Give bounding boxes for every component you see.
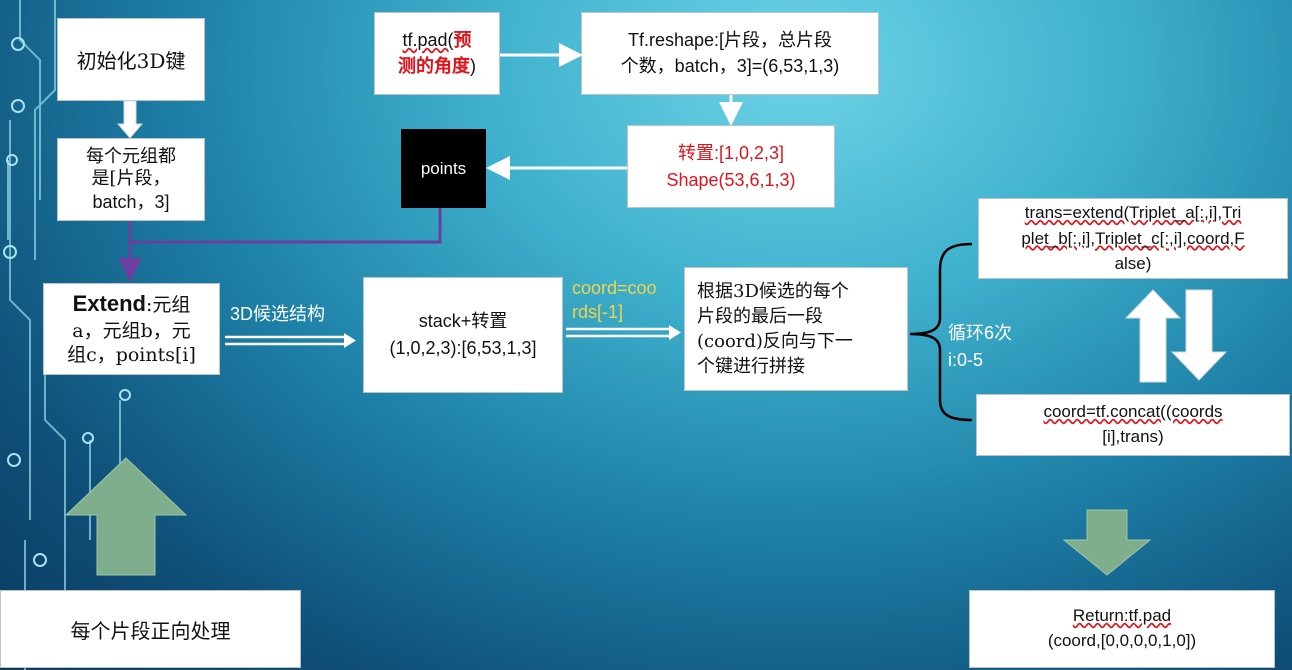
extend-line1: Extend:元组 xyxy=(73,290,191,319)
extend-line2: a，元组b，元 xyxy=(72,319,191,342)
forward-text: 每个片段正向处理 xyxy=(70,618,231,643)
coord-line2: [i],trans) xyxy=(1102,427,1164,446)
tfpad-red1: 预 xyxy=(453,30,472,52)
extend-line3: 组c，points[i] xyxy=(67,344,196,367)
coord-eq-label: coord=coo rds[-1] xyxy=(572,276,657,325)
concat-desc-box: 根据3D候选的每个 片段的最后一段 (coord)反向与下一 个键进行拼接 xyxy=(684,267,908,391)
points-text: points xyxy=(420,158,467,178)
tfpad-line1: tf.pad(预 xyxy=(402,28,471,53)
init-box: 初始化3D键 xyxy=(57,18,205,101)
reshape-box: Tf.reshape:[片段，总片段 个数，batch，3]=(6,53,1,3… xyxy=(581,12,879,95)
coord-line1: coord=tf.concat((coords xyxy=(1043,402,1223,422)
loop-label: 循环6次 i:0-5 xyxy=(948,320,1012,374)
concat-line3: (coord)反向与下一 xyxy=(697,331,853,352)
reshape-line1: Tf.reshape:[片段，总片段 xyxy=(627,30,833,51)
reshape-line2: 个数，batch，3]=(6,53,1,3) xyxy=(620,55,840,76)
transpose-box: 转置:[1,0,2,3] Shape(53,6,1,3) xyxy=(627,125,835,208)
points-box: points xyxy=(401,129,486,208)
trans-line2: plet_b[:,i],Triplet_c[:,i],coord,F xyxy=(1021,228,1245,248)
extend-rest: :元组 xyxy=(145,294,191,317)
coord-eq-line1: coord=coo xyxy=(572,278,657,298)
forward-box: 每个片段正向处理 xyxy=(0,590,301,668)
tuple-line3: batch，3] xyxy=(92,191,170,212)
tfpad-box: tf.pad(预 测的角度) xyxy=(374,12,500,95)
tfpad-line2: 测的角度) xyxy=(398,54,476,79)
stack-line1: stack+转置 xyxy=(418,311,508,331)
trans-box: trans=extend(Triplet_a[:,i],Tri plet_b[:… xyxy=(978,198,1288,279)
stack-line2: (1,0,2,3):[6,53,1,3] xyxy=(389,338,537,358)
tfpad-close: ) xyxy=(470,55,476,76)
init-text: 初始化3D键 xyxy=(76,49,186,73)
return-line1: Return:tf.pad xyxy=(1072,606,1172,626)
tuple-line1: 每个元组都 xyxy=(86,145,176,167)
concat-line2: 片段的最后一段 xyxy=(697,305,823,327)
tfpad-fn: tf.pad( xyxy=(402,30,454,51)
struct3d-label: 3D候选结构 xyxy=(230,304,326,324)
coord-eq-line2: rds[-1] xyxy=(572,302,624,323)
tuple-box: 每个元组都 是[片段， batch，3] xyxy=(57,138,205,221)
return-box: Return:tf.pad (coord,[0,0,0,0,1,0]) xyxy=(969,590,1275,668)
transpose-line1: 转置:[1,0,2,3] xyxy=(677,143,785,164)
coord-box: coord=tf.concat((coords [i],trans) xyxy=(976,394,1290,456)
return-line2: (coord,[0,0,0,0,1,0]) xyxy=(1047,631,1197,650)
trans-line3: alse) xyxy=(1114,254,1152,274)
loop-line1: 循环6次 xyxy=(948,323,1013,343)
loop-line2: i:0-5 xyxy=(948,350,984,370)
concat-line1: 根据3D候选的每个 xyxy=(697,280,849,302)
tfpad-red2: 测的角度 xyxy=(398,55,470,77)
concat-line4: 个键进行拼接 xyxy=(697,356,805,378)
trans-line1: trans=extend(Triplet_a[:,i],Tri xyxy=(1024,203,1242,223)
transpose-line2: Shape(53,6,1,3) xyxy=(666,169,796,190)
tuple-line2: 是[片段， xyxy=(91,168,171,190)
extend-bold: Extend xyxy=(72,291,146,317)
stack-box: stack+转置 (1,0,2,3):[6,53,1,3] xyxy=(363,277,563,393)
extend-box: Extend:元组 a，元组b，元 组c，points[i] xyxy=(43,283,220,375)
